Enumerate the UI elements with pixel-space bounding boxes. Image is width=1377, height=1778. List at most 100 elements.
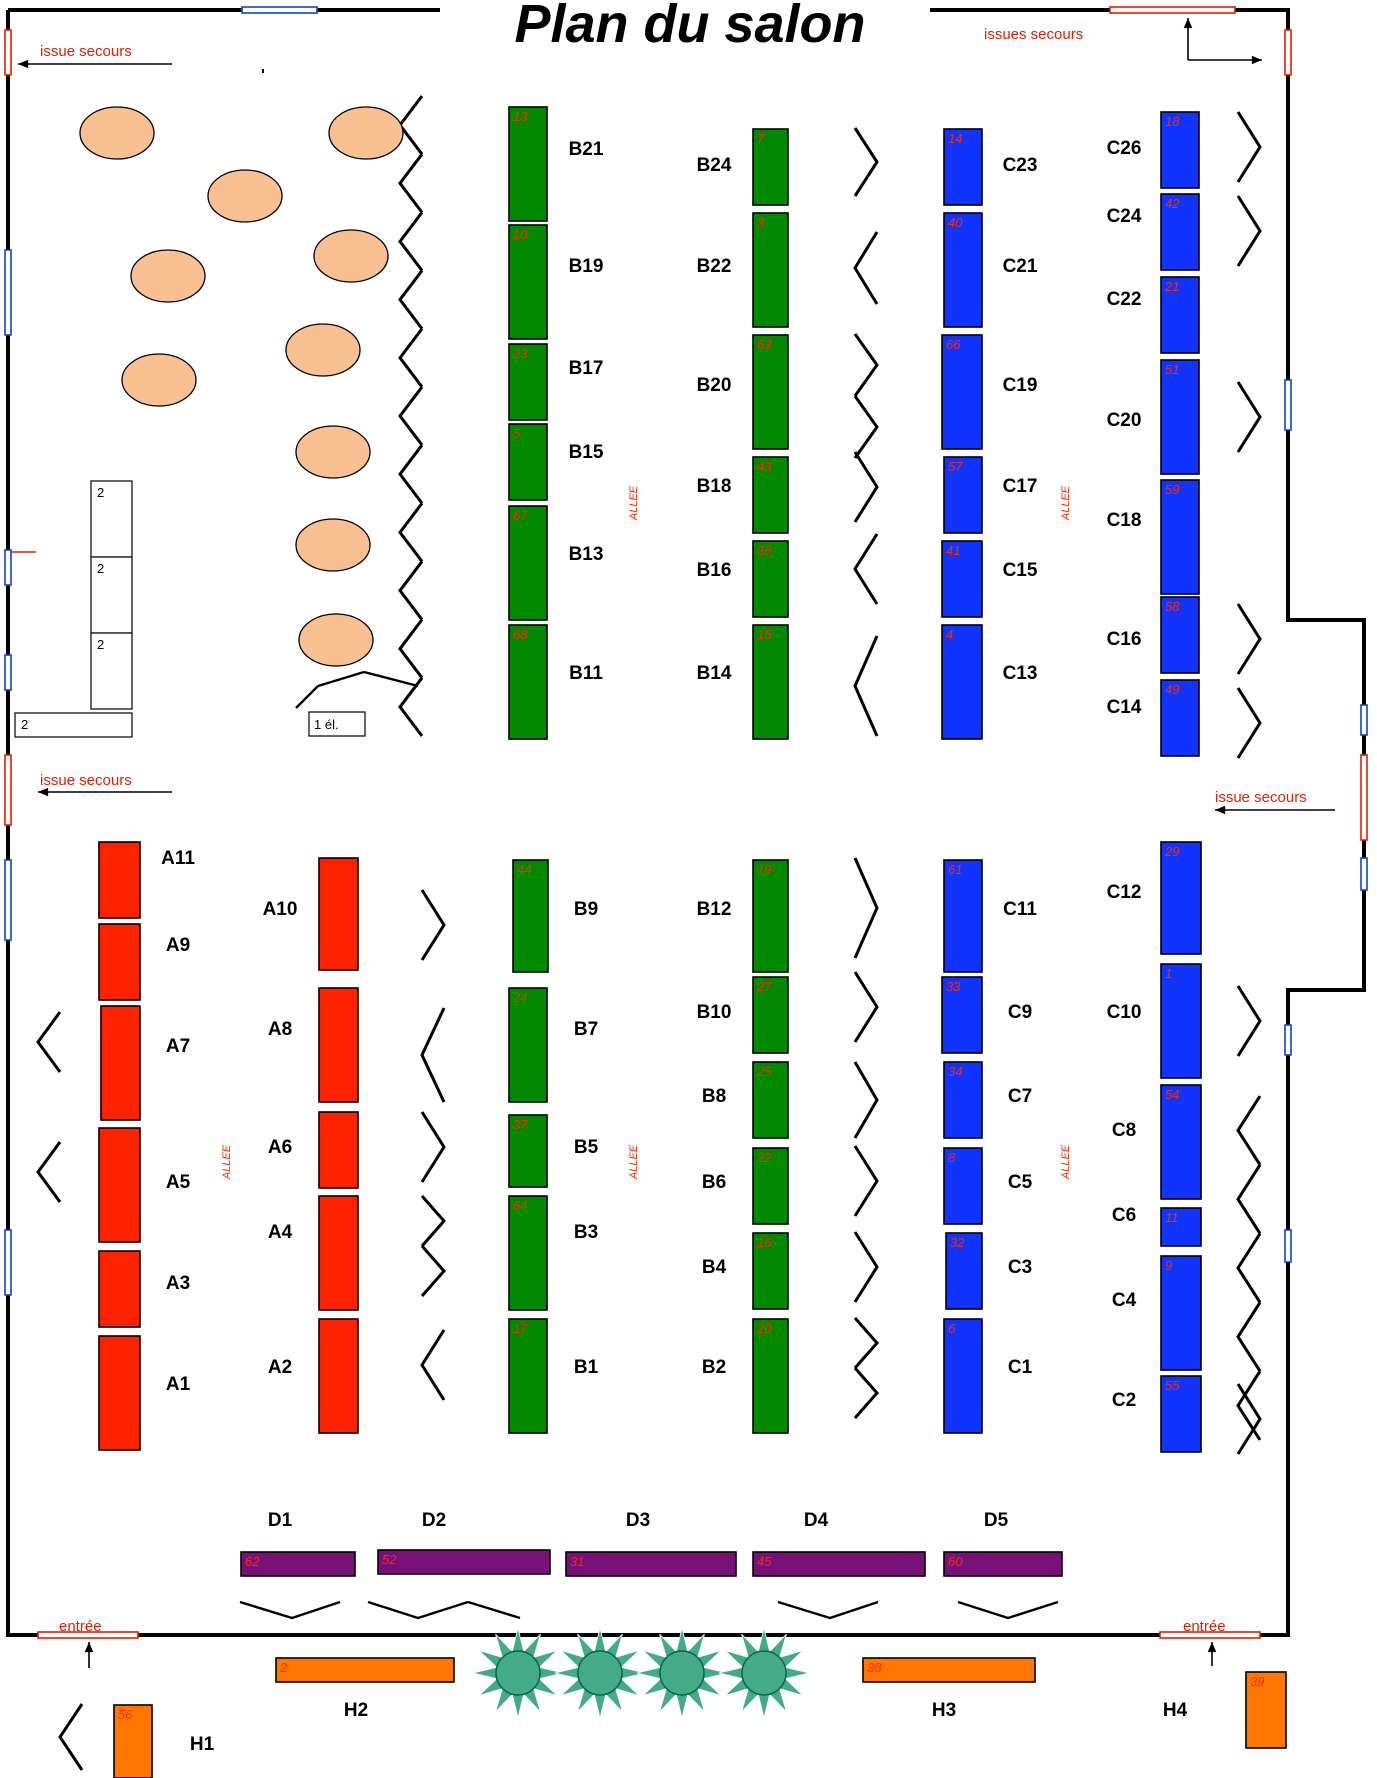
stand-a10 bbox=[318, 857, 359, 971]
stand-number: 19 bbox=[757, 862, 771, 877]
stand-number: 23 bbox=[512, 346, 528, 361]
stand-c17 bbox=[943, 456, 983, 534]
bench-label: 2 bbox=[97, 485, 104, 500]
exit-arrow-head bbox=[1183, 18, 1193, 29]
door-marker bbox=[1284, 1229, 1292, 1263]
stand-b7 bbox=[508, 987, 548, 1103]
stand-code-label: A11 bbox=[161, 848, 195, 869]
stand-c11 bbox=[943, 859, 983, 973]
stand-a2 bbox=[318, 1318, 359, 1434]
lounge-table bbox=[130, 249, 206, 303]
stand-code-label: C13 bbox=[1003, 663, 1038, 684]
stand-number: 6 bbox=[948, 1321, 956, 1336]
stand-h3 bbox=[862, 1657, 1036, 1683]
stand-c24 bbox=[1160, 193, 1200, 271]
stand-d5 bbox=[943, 1551, 1063, 1577]
door-marker bbox=[4, 859, 12, 941]
lounge-table bbox=[295, 518, 371, 572]
stand-number: 14 bbox=[948, 131, 962, 146]
bench-label: 2 bbox=[97, 637, 104, 652]
stand-number: 66 bbox=[946, 337, 961, 352]
stand-number: 27 bbox=[756, 979, 772, 994]
stand-a6 bbox=[318, 1111, 359, 1189]
exit-arrow-head bbox=[18, 59, 29, 69]
chevron-divider bbox=[853, 333, 879, 459]
chevron-divider bbox=[420, 889, 446, 961]
stand-c16 bbox=[1160, 596, 1200, 674]
exit-label-mid-left: issue secours bbox=[40, 772, 132, 789]
exit-arrow-head bbox=[38, 787, 49, 797]
stand-code-label: A6 bbox=[268, 1137, 292, 1158]
stand-c18 bbox=[1160, 479, 1200, 595]
stand-code-label: C15 bbox=[1003, 560, 1038, 581]
stand-a7 bbox=[100, 1005, 141, 1121]
stand-code-label: C11 bbox=[1003, 899, 1037, 920]
stand-code-label: A2 bbox=[268, 1357, 292, 1378]
stand-c21 bbox=[943, 212, 983, 328]
aisle-label: ALLEE bbox=[628, 1144, 640, 1180]
stand-code-label: B8 bbox=[702, 1086, 726, 1107]
stand-number: 33 bbox=[946, 979, 961, 994]
stand-code-label: B10 bbox=[697, 1002, 732, 1023]
stand-c23 bbox=[943, 128, 983, 206]
lounge-table bbox=[121, 353, 197, 407]
stand-code-label: B22 bbox=[697, 256, 732, 277]
plant-decoration bbox=[495, 1650, 541, 1696]
chevron-divider bbox=[420, 1329, 446, 1401]
stand-b3 bbox=[508, 1195, 548, 1311]
stand-number: 32 bbox=[950, 1235, 965, 1250]
stand-number: 21 bbox=[1164, 279, 1179, 294]
stand-c9 bbox=[941, 976, 983, 1054]
door-marker bbox=[1284, 1024, 1292, 1056]
exit-arrow-head bbox=[1251, 55, 1262, 65]
stand-d3 bbox=[565, 1551, 737, 1577]
outer-wall bbox=[6, 8, 1366, 1637]
stand-code-label: B9 bbox=[574, 899, 598, 920]
stand-code-label: C1 bbox=[1008, 1357, 1033, 1378]
lounge-table bbox=[328, 106, 404, 160]
chevron-divider bbox=[420, 1195, 446, 1297]
lounge-table bbox=[313, 229, 389, 283]
chevron-divider bbox=[1236, 195, 1262, 267]
aisle-label: ALLEE bbox=[1060, 1144, 1072, 1180]
stand-code-label: A5 bbox=[166, 1172, 191, 1193]
door-marker bbox=[4, 29, 12, 76]
stand-h4 bbox=[1245, 1671, 1287, 1749]
lounge-table bbox=[295, 425, 371, 479]
stand-code-label: D1 bbox=[268, 1510, 293, 1531]
chevron-divider bbox=[295, 670, 419, 709]
exit-label-mid-right: issue secours bbox=[1215, 789, 1307, 806]
stand-h2 bbox=[275, 1657, 455, 1683]
stand-number: 10 bbox=[513, 227, 528, 242]
stand-code-label: A1 bbox=[166, 1374, 191, 1395]
stand-number: 43 bbox=[757, 459, 772, 474]
stand-h1 bbox=[113, 1704, 153, 1778]
stand-a9 bbox=[98, 923, 141, 1001]
stand-number: 18 bbox=[1165, 114, 1180, 129]
lounge-bench bbox=[90, 556, 133, 634]
stand-code-label: B4 bbox=[702, 1257, 727, 1278]
stand-number: 60 bbox=[948, 1554, 963, 1569]
stand-code-label: D3 bbox=[626, 1510, 650, 1531]
stand-number: 61 bbox=[948, 862, 962, 877]
stand-code-label: B7 bbox=[574, 1019, 598, 1040]
entry-label-right: entrée bbox=[1183, 1618, 1226, 1635]
stand-c20 bbox=[1160, 359, 1200, 475]
stand-code-label: B5 bbox=[574, 1137, 599, 1158]
door-marker bbox=[1109, 6, 1236, 14]
stand-number: 39 bbox=[1250, 1674, 1264, 1689]
lounge-bench bbox=[90, 480, 133, 558]
stand-c4 bbox=[1160, 1255, 1202, 1371]
stand-b6 bbox=[752, 1147, 789, 1225]
lounge-table bbox=[298, 613, 374, 667]
door-marker bbox=[1159, 1631, 1261, 1639]
stand-number: 40 bbox=[948, 215, 963, 230]
chevron-divider bbox=[1236, 603, 1262, 675]
stand-c19 bbox=[941, 334, 983, 450]
aisle-label: ALLEE bbox=[221, 1144, 233, 1180]
chevron-divider bbox=[853, 1317, 879, 1419]
stand-number: 36 bbox=[757, 543, 772, 558]
stand-number: 1 bbox=[1165, 966, 1172, 981]
